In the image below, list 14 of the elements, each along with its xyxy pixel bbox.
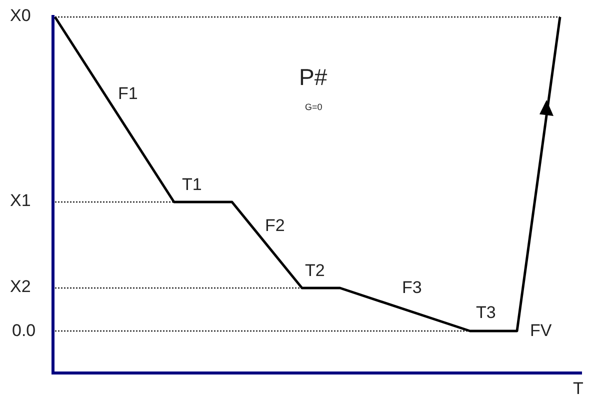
gear-label: G=0 [305,103,322,112]
segment-label: T3 [476,304,496,321]
segment-label: F3 [402,279,422,296]
segment-label: T1 [182,176,202,193]
segment-label: F1 [118,85,138,102]
axis-label: X0 [10,7,31,24]
axis-label: T [573,380,584,397]
axis-label: 0.0 [12,322,36,339]
segment-label: FV [530,322,552,339]
program-label: P# [299,66,328,89]
axis-label: X2 [10,278,31,295]
segment-label: T2 [305,262,325,279]
axis-label: X1 [10,192,31,209]
segment-label: F2 [265,217,285,234]
